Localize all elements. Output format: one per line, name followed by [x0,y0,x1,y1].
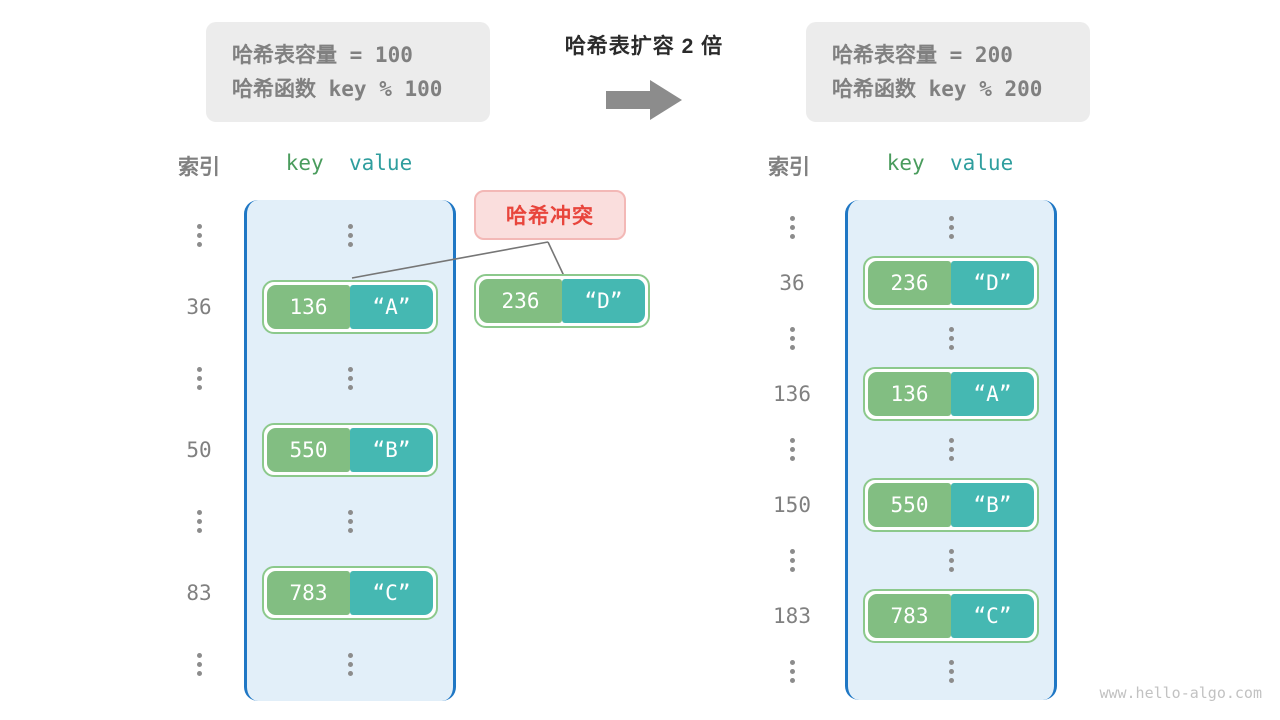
vertical-ellipsis-icon [196,364,202,394]
bucket-entry-row: 783“C” [244,558,456,630]
index-label: 50 [186,438,212,463]
watermark: www.hello-algo.com [1099,684,1262,702]
key-cell: 136 [267,285,350,330]
key-value-pair: 783“C” [863,589,1039,644]
key-cell: 783 [868,594,951,639]
index-ellipsis [159,486,239,558]
left-kv-header: key value [229,151,469,175]
bucket-ellipsis-row [845,644,1057,700]
index-ellipsis [159,343,239,415]
bucket-entry-row: 783“C” [845,589,1057,645]
key-cell: 783 [267,571,350,616]
key-value-pair: 136“A” [863,367,1039,422]
key-value-pair: 550“B” [863,478,1039,533]
value-cell: “C” [350,571,433,616]
transform-label: 哈希表扩容 2 倍 [564,35,724,58]
bucket-entry-row: 136“A” [244,272,456,344]
bucket-ellipsis-row [244,486,456,558]
hash-table-config-right: 哈希表容量 = 200 哈希函数 key % 200 [806,22,1090,122]
value-cell: “D” [951,261,1034,306]
right-index-header: 索引 [768,156,810,179]
vertical-ellipsis-icon [196,507,202,537]
bucket-ellipsis-row [845,422,1057,478]
left-key-header: key [285,151,324,175]
key-value-pair: 236“D” [863,256,1039,311]
bucket-ellipsis-row [244,200,456,272]
value-cell: “C” [951,594,1034,639]
right-arrow-icon [606,80,682,120]
bucket-entry-row: 550“B” [244,415,456,487]
index-ellipsis [752,422,832,478]
key-value-pair: 136“A” [262,280,438,335]
value-cell: “D” [562,279,645,323]
vertical-ellipsis-icon [789,435,795,465]
index-ellipsis [752,533,832,589]
key-cell: 236 [868,261,951,306]
key-cell: 136 [868,372,951,417]
vertical-ellipsis-icon [948,213,954,243]
vertical-ellipsis-icon [789,324,795,354]
index-label: 150 [773,493,811,518]
vertical-ellipsis-icon [347,364,353,394]
index-ellipsis [752,200,832,256]
value-cell: “A” [350,285,433,330]
key-cell: 550 [267,428,350,473]
index-ellipsis [752,644,832,700]
bucket-ellipsis-row [845,200,1057,256]
hash-collision-badge: 哈希冲突 [474,190,626,240]
right-kv-header: key value [830,151,1070,175]
bucket-ellipsis-row [244,629,456,701]
key-cell: 236 [479,279,562,323]
vertical-ellipsis-icon [789,546,795,576]
vertical-ellipsis-icon [948,657,954,687]
index-ellipsis [752,311,832,367]
value-cell: “B” [350,428,433,473]
left-index-header: 索引 [178,156,220,179]
capacity-line-right: 哈希表容量 = 200 [832,43,1013,67]
index-label: 36 [186,295,212,320]
vertical-ellipsis-icon [948,324,954,354]
vertical-ellipsis-icon [789,213,795,243]
vertical-ellipsis-icon [789,657,795,687]
bucket-ellipsis-row [845,533,1057,589]
left-value-header: value [349,151,413,175]
index-ellipsis [159,629,239,701]
vertical-ellipsis-icon [196,650,202,680]
hash-function-line-left: 哈希函数 key % 100 [232,77,443,101]
right-value-header: value [950,151,1014,175]
index-label: 183 [773,604,811,629]
vertical-ellipsis-icon [948,435,954,465]
vertical-ellipsis-icon [948,546,954,576]
value-cell: “B” [951,483,1034,528]
index-label: 136 [773,382,811,407]
hash-table-config-left: 哈希表容量 = 100 哈希函数 key % 100 [206,22,490,122]
index-label: 83 [186,581,212,606]
bucket-entry-row: 550“B” [845,478,1057,534]
bucket-ellipsis-row [244,343,456,415]
vertical-ellipsis-icon [347,507,353,537]
value-cell: “A” [951,372,1034,417]
index-label: 36 [779,271,805,296]
vertical-ellipsis-icon [347,221,353,251]
right-key-header: key [886,151,925,175]
bucket-ellipsis-row [845,311,1057,367]
hash-function-line-right: 哈希函数 key % 200 [832,77,1043,101]
vertical-ellipsis-icon [196,221,202,251]
index-ellipsis [159,200,239,272]
colliding-entry: 236 “D” [474,274,650,328]
capacity-line-left: 哈希表容量 = 100 [232,43,413,67]
bucket-entry-row: 136“A” [845,367,1057,423]
key-cell: 550 [868,483,951,528]
key-value-pair: 236 “D” [474,274,650,328]
key-value-pair: 550“B” [262,423,438,478]
key-value-pair: 783“C” [262,566,438,621]
vertical-ellipsis-icon [347,650,353,680]
bucket-entry-row: 236“D” [845,256,1057,312]
